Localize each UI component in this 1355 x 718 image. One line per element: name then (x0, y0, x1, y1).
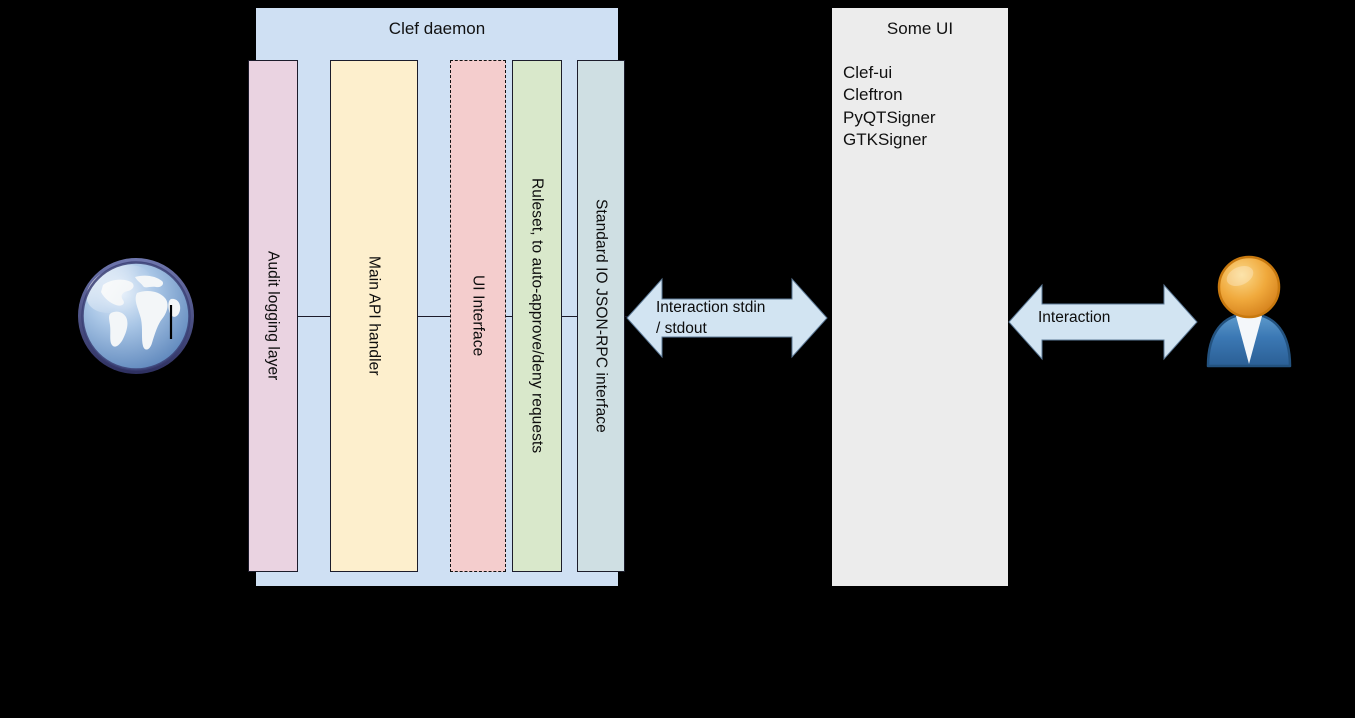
column-ui-interface[interactable]: UI Interface (450, 60, 506, 572)
list-item[interactable]: PyQTSigner (843, 107, 936, 127)
some-ui-title: Some UI (886, 19, 954, 38)
column-standard-io-jsonrpc[interactable]: Standard IO JSON-RPC interface (577, 60, 625, 572)
user-interaction-arrow (1008, 283, 1198, 361)
list-item[interactable]: Clef-ui (843, 63, 893, 82)
column-label-stdio: Standard IO JSON-RPC interface (592, 199, 610, 433)
column-label-ui: UI Interface (469, 275, 487, 357)
globe-icon (73, 253, 199, 379)
clef-daemon-title: Clef daemon (388, 19, 486, 38)
some-ui-list: Clef-ui Cleftron PyQTSigner GTKSigner (843, 62, 1003, 151)
list-item[interactable]: Cleftron (843, 85, 903, 105)
list-item[interactable]: GTKSigner (843, 129, 928, 149)
column-label-api: Main API handler (365, 256, 383, 376)
some-ui-panel (832, 8, 1008, 586)
user-arrow-label: Interaction (1038, 309, 1111, 326)
stdio-interaction-arrow (626, 276, 828, 360)
user-icon (1200, 252, 1298, 370)
clef-daemon-container (256, 8, 618, 586)
stdio-arrow-label: Interaction stdin / stdout (656, 299, 766, 337)
column-main-api-handler[interactable]: Main API handler (330, 60, 418, 572)
column-label-ruleset: Ruleset, to auto-approve/deny requests (528, 178, 546, 454)
connector-line (248, 316, 628, 317)
column-ruleset[interactable]: Ruleset, to auto-approve/deny requests (512, 60, 562, 572)
column-label-audit: Audit logging layer (264, 251, 282, 381)
column-audit-logging-layer[interactable]: Audit logging layer (248, 60, 298, 572)
